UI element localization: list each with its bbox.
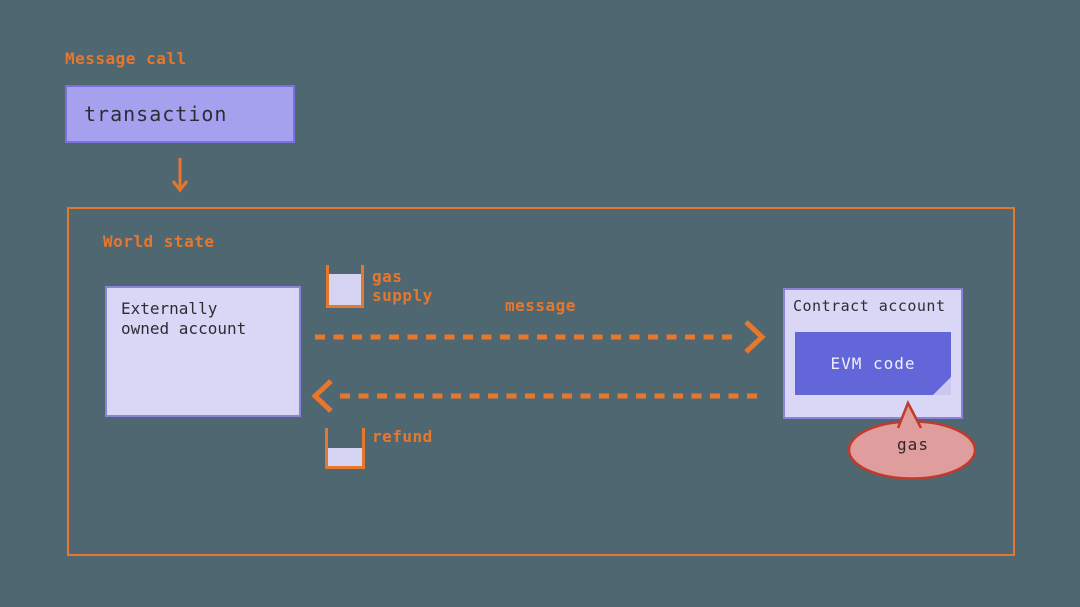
down-arrow-icon: [171, 158, 189, 193]
gas-bubble-icon: [847, 400, 977, 480]
gas-supply-label: gas supply: [372, 267, 433, 305]
gas-bubble-label: gas: [897, 435, 929, 454]
diagram-title: Message call: [65, 49, 187, 68]
refund-icon: [325, 428, 365, 469]
evm-code-label: EVM code: [830, 354, 916, 373]
world-state-box: World state Externally owned account gas…: [67, 207, 1015, 556]
refund-fill-level: [328, 448, 362, 466]
message-label: message: [505, 296, 576, 315]
transaction-label: transaction: [84, 102, 228, 126]
refund-label: refund: [372, 427, 433, 446]
contract-account-label: Contract account: [793, 297, 946, 315]
externally-owned-account-box: Externally owned account: [105, 286, 301, 417]
transaction-box: transaction: [65, 85, 295, 143]
contract-account-box: Contract account EVM code: [783, 288, 963, 419]
gas-supply-fill-level: [329, 274, 361, 305]
page-fold-icon: [933, 377, 951, 395]
evm-code-box: EVM code: [795, 332, 951, 395]
gas-supply-icon: [326, 265, 364, 308]
world-state-label: World state: [103, 232, 215, 251]
